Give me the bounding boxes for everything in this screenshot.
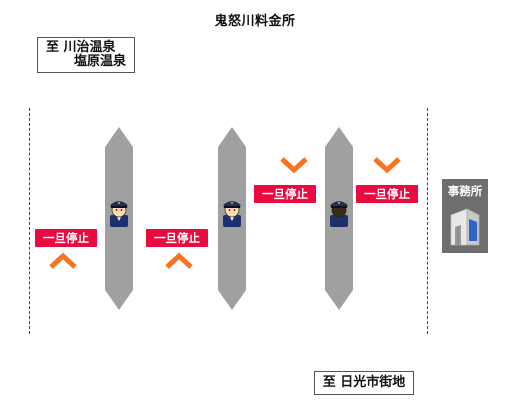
stop-sign-lane-3: 一旦停止 xyxy=(254,185,316,203)
person-back-icon xyxy=(326,197,352,227)
boundary-line-left xyxy=(29,108,30,334)
person-icon xyxy=(219,197,245,227)
chevron-up-icon xyxy=(164,252,194,274)
destination-north-line2: 塩原温泉 xyxy=(73,54,126,69)
chevron-down-icon xyxy=(372,156,402,178)
stop-sign-lane-2: 一旦停止 xyxy=(146,229,208,247)
chevron-up-icon xyxy=(48,252,78,274)
stop-sign-lane-1: 一旦停止 xyxy=(35,229,97,247)
destination-south-box: 至 日光市街地 xyxy=(314,371,414,395)
destination-north-line1: 至 川治温泉 xyxy=(46,40,116,55)
boundary-line-right xyxy=(427,108,428,334)
building-icon xyxy=(450,208,480,246)
destination-north-box: 至 川治温泉 塩原温泉 xyxy=(37,37,135,73)
person-icon xyxy=(106,197,132,227)
diagram-title: 鬼怒川料金所 xyxy=(214,14,296,29)
office-building: 事務所 xyxy=(442,179,488,253)
office-label: 事務所 xyxy=(447,184,483,198)
stop-sign-lane-4: 一旦停止 xyxy=(356,185,418,203)
chevron-down-icon xyxy=(279,156,309,178)
